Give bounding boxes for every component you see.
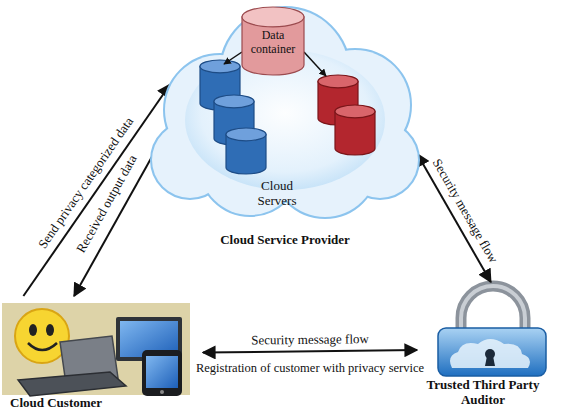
- edge-label: Security message flow: [251, 332, 369, 348]
- cloud-customer: Cloud Customer: [0, 298, 195, 414]
- server-cylinder-top: [200, 60, 240, 73]
- server-cylinder-top: [214, 95, 254, 108]
- smiley-eye: [46, 324, 54, 336]
- lock-cloud: [450, 339, 530, 368]
- keyhole: [485, 356, 495, 366]
- container-label: Data container: [240, 29, 306, 57]
- data-container-cylinder-top: [242, 7, 304, 27]
- connector-arrow: [417, 154, 491, 282]
- server-cylinder-top: [318, 75, 358, 88]
- trusted-auditor: Trusted Third Party Auditor: [405, 278, 561, 414]
- smiley-face: [15, 309, 69, 363]
- server-label: Cloud Servers: [246, 179, 308, 209]
- server-cylinder: [226, 128, 266, 174]
- server-cylinder-top: [335, 105, 375, 118]
- cloud-shape: [152, 8, 418, 217]
- phone: [142, 350, 182, 396]
- distribution-arrow: [304, 52, 326, 76]
- customer-illustration: [2, 303, 190, 396]
- lock-illustration: [438, 286, 546, 376]
- node-heading: Trusted Third Party Auditor: [409, 378, 557, 408]
- cloud-service-provider: Cloud ServersCloud Service Provider Data …: [150, 0, 420, 256]
- phone-screen: [146, 356, 178, 388]
- edge-label: Security message flow: [430, 157, 501, 266]
- lock-body: [438, 328, 546, 376]
- flow-note: Registration of customer with privacy se…: [196, 362, 424, 376]
- distribution-arrow: [224, 52, 242, 64]
- customer-backdrop: [2, 303, 190, 395]
- node-heading: Cloud Customer: [10, 396, 180, 411]
- laptop-base: [18, 372, 126, 396]
- phone-button: [160, 390, 164, 394]
- smiley-eye: [29, 324, 37, 336]
- connector-arrow: [203, 350, 417, 352]
- smiley-mouth: [28, 343, 57, 350]
- node-heading: Cloud Service Provider: [150, 233, 420, 248]
- server-cylinder: [335, 105, 375, 155]
- server-cylinder-top: [226, 128, 266, 141]
- connector-arrow: [23, 84, 170, 296]
- data-container: Data container: [240, 5, 306, 77]
- edge-label: Received output data: [74, 153, 140, 256]
